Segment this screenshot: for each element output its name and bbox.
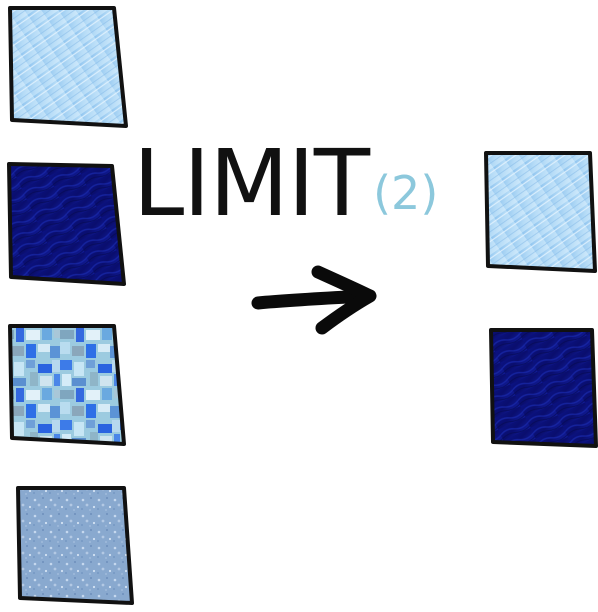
input-square-light-blue-rain xyxy=(8,6,128,128)
input-squares xyxy=(7,6,134,605)
input-square-speckled-slate xyxy=(16,486,134,605)
input-square-navy-waves xyxy=(7,162,126,286)
output-squares xyxy=(484,151,598,448)
output-square-light-blue-rain xyxy=(484,151,597,273)
output-square-navy-waves xyxy=(489,328,598,448)
limit-title: LIMIT(2) xyxy=(133,138,438,230)
title-main-text: LIMIT xyxy=(133,130,370,237)
right-arrow-icon xyxy=(251,265,377,335)
title-subscript: (2) xyxy=(373,166,439,220)
input-square-mosaic xyxy=(8,324,126,446)
